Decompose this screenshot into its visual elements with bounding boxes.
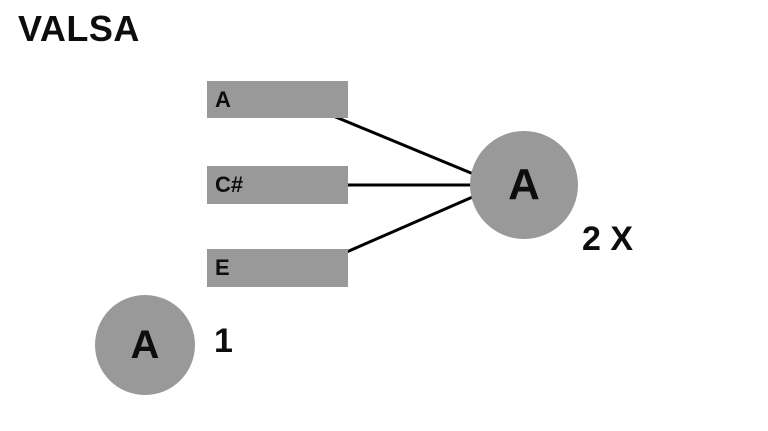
note-bar-e-label: E (215, 255, 230, 280)
note-bar-a-label: A (215, 86, 231, 112)
chord-multiplier-label: 2 X (582, 220, 634, 258)
root-node-label: A (130, 323, 160, 367)
root-multiplier-label: 1 (214, 322, 233, 360)
chord-node[interactable]: A (470, 131, 578, 239)
chord-node-label: A (508, 160, 540, 209)
root-node[interactable]: A (95, 295, 195, 395)
page-title: VALSA (18, 8, 140, 49)
note-bar-a[interactable]: A (207, 81, 348, 118)
note-bar-c-sharp-label: C# (215, 172, 244, 197)
note-bar-e[interactable]: E (207, 249, 348, 287)
note-bar-c-sharp[interactable]: C# (207, 166, 348, 204)
